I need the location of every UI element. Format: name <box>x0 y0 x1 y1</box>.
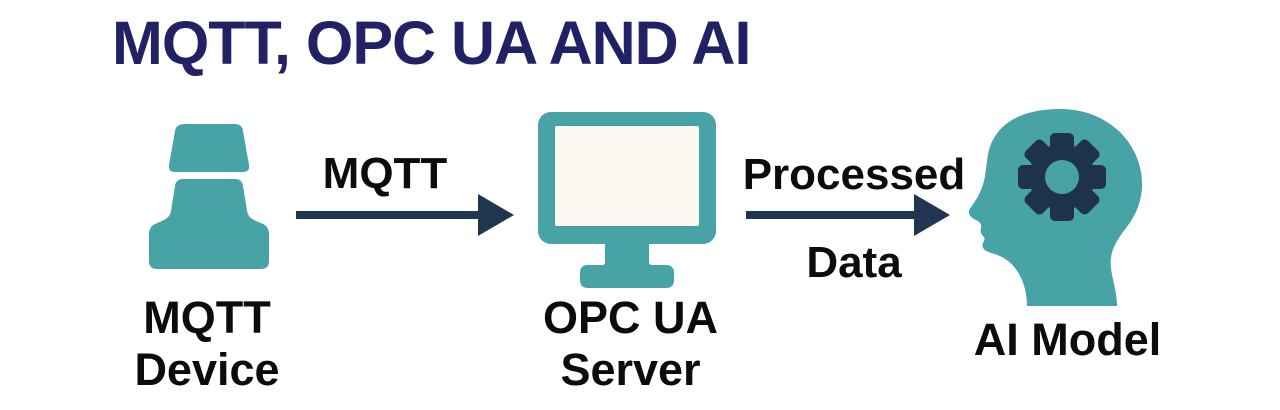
mqtt-arrow-label: MQTT <box>322 149 448 198</box>
opc-ua-server-label-line2: Server <box>560 344 701 395</box>
monitor-icon <box>538 112 716 288</box>
gear-icon <box>1018 133 1106 221</box>
mqtt-device-label: MQTT Device <box>97 292 317 396</box>
mqtt-device-label-line1: MQTT <box>143 292 271 343</box>
mqtt-device-icon <box>144 116 274 272</box>
opc-ua-server-label: OPC UA Server <box>528 292 733 396</box>
processed-data-label-bottom: Data <box>806 238 902 287</box>
head-gear-icon <box>965 104 1151 308</box>
ai-model-label: AI Model <box>973 314 1162 365</box>
page-title: MQTT, OPC UA AND AI <box>112 9 751 77</box>
mqtt-arrow-icon <box>296 194 514 236</box>
processed-data-arrow-icon <box>746 194 950 236</box>
mqtt-device-label-line2: Device <box>134 344 280 395</box>
opc-ua-server-label-line1: OPC UA <box>542 292 718 343</box>
processed-data-label-top: Processed <box>742 150 966 199</box>
